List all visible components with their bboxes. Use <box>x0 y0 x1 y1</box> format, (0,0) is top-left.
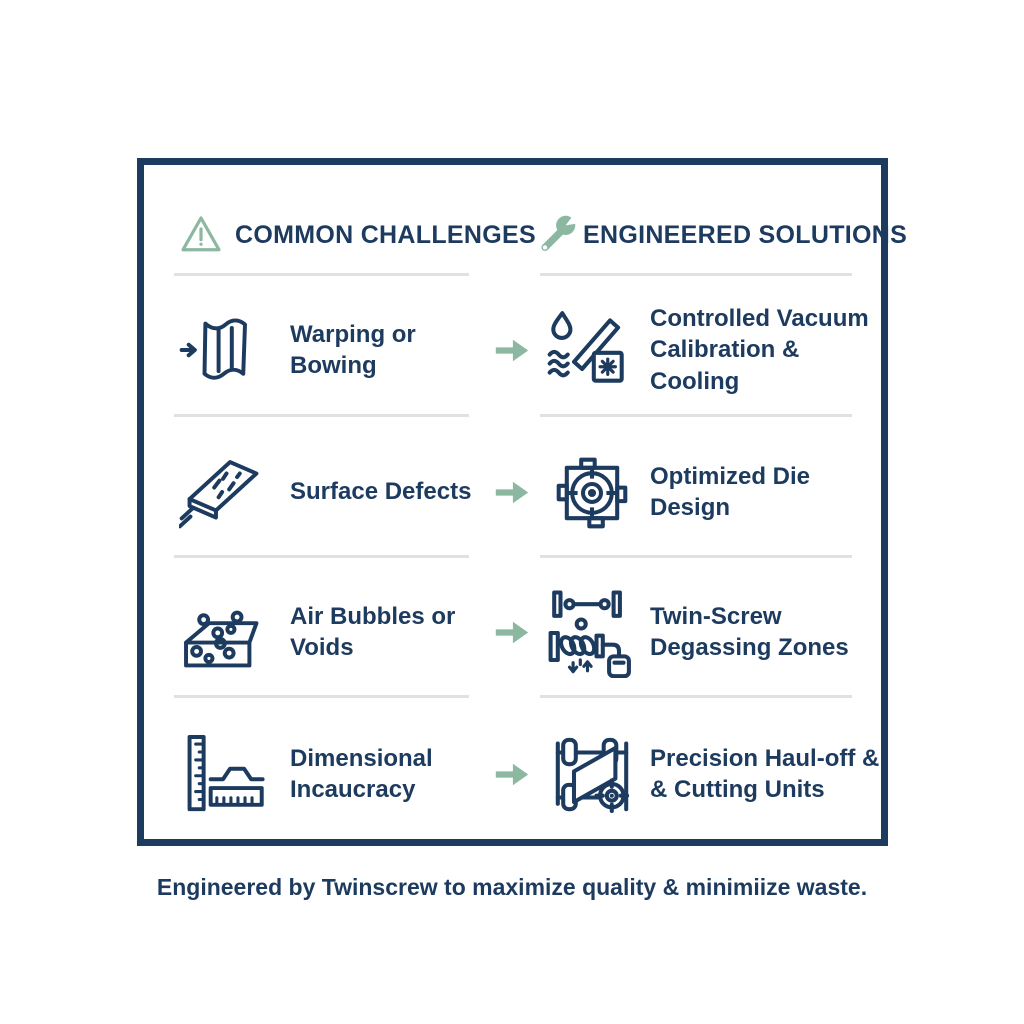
challenge-cell-4: Dimensional Incaucracy <box>290 729 490 819</box>
surface-defects-icon <box>178 447 268 537</box>
divider-left-3 <box>174 695 469 698</box>
divider-left-2 <box>174 555 469 558</box>
challenges-header-label: COMMON CHALLENGES <box>235 220 536 249</box>
challenge-cell-2: Surface Defects <box>290 447 490 537</box>
arrow-right-icon <box>493 335 531 365</box>
divider-right-3 <box>540 695 852 698</box>
solution-label-1: Controlled Vacuum Calibration & Cooling <box>650 305 869 395</box>
arrow-right-icon <box>493 759 531 789</box>
challenge-label-1: Warping or Bowing <box>290 320 416 379</box>
wrench-icon <box>533 209 583 259</box>
solution-cell-2: Optimized Die Design <box>650 447 880 537</box>
air-bubbles-icon <box>178 587 268 677</box>
solution-label-3: Twin-Screw Degassing Zones <box>650 602 849 661</box>
solutions-header: ENGINEERED SOLUTIONS <box>583 207 907 263</box>
die-plate-icon <box>546 447 638 539</box>
divider-right-2 <box>540 555 852 558</box>
challenges-header: COMMON CHALLENGES <box>235 207 536 263</box>
warning-triangle-icon <box>177 211 225 259</box>
challenge-label-3: Air Bubbles or Voids <box>290 602 456 661</box>
twin-screw-degassing-icon <box>546 587 638 679</box>
haul-off-cutter-icon <box>546 729 638 821</box>
solution-cell-3: Twin-Screw Degassing Zones <box>650 587 880 677</box>
solution-cell-4: Precision Haul-off & & Cutting Units <box>650 729 880 819</box>
arrow-right-icon <box>493 477 531 507</box>
challenge-label-2: Surface Defects <box>290 478 472 506</box>
challenge-label-4: Dimensional Incaucracy <box>290 744 433 803</box>
solution-label-2: Optimized Die Design <box>650 462 811 521</box>
divider-left-1 <box>174 414 469 417</box>
dimension-ruler-icon <box>178 729 268 819</box>
divider-right-1 <box>540 414 852 417</box>
challenge-cell-3: Air Bubbles or Voids <box>290 587 490 677</box>
solution-cell-1: Controlled Vacuum Calibration & Cooling <box>650 305 880 395</box>
solution-label-4: Precision Haul-off & & Cutting Units <box>650 744 880 803</box>
footer-caption: Engineered by Twinscrew to maximize qual… <box>156 874 868 900</box>
vacuum-calibration-cooling-icon <box>546 305 638 397</box>
challenges-solutions-panel: COMMON CHALLENGES ENGINEERED SOLUTIONS W… <box>137 158 907 846</box>
challenge-cell-1: Warping or Bowing <box>290 305 490 395</box>
warped-sheet-icon <box>178 305 268 395</box>
solutions-header-label: ENGINEERED SOLUTIONS <box>583 220 908 249</box>
divider-right-header <box>540 273 852 276</box>
divider-left-header <box>174 273 469 276</box>
arrow-right-icon <box>493 617 531 647</box>
